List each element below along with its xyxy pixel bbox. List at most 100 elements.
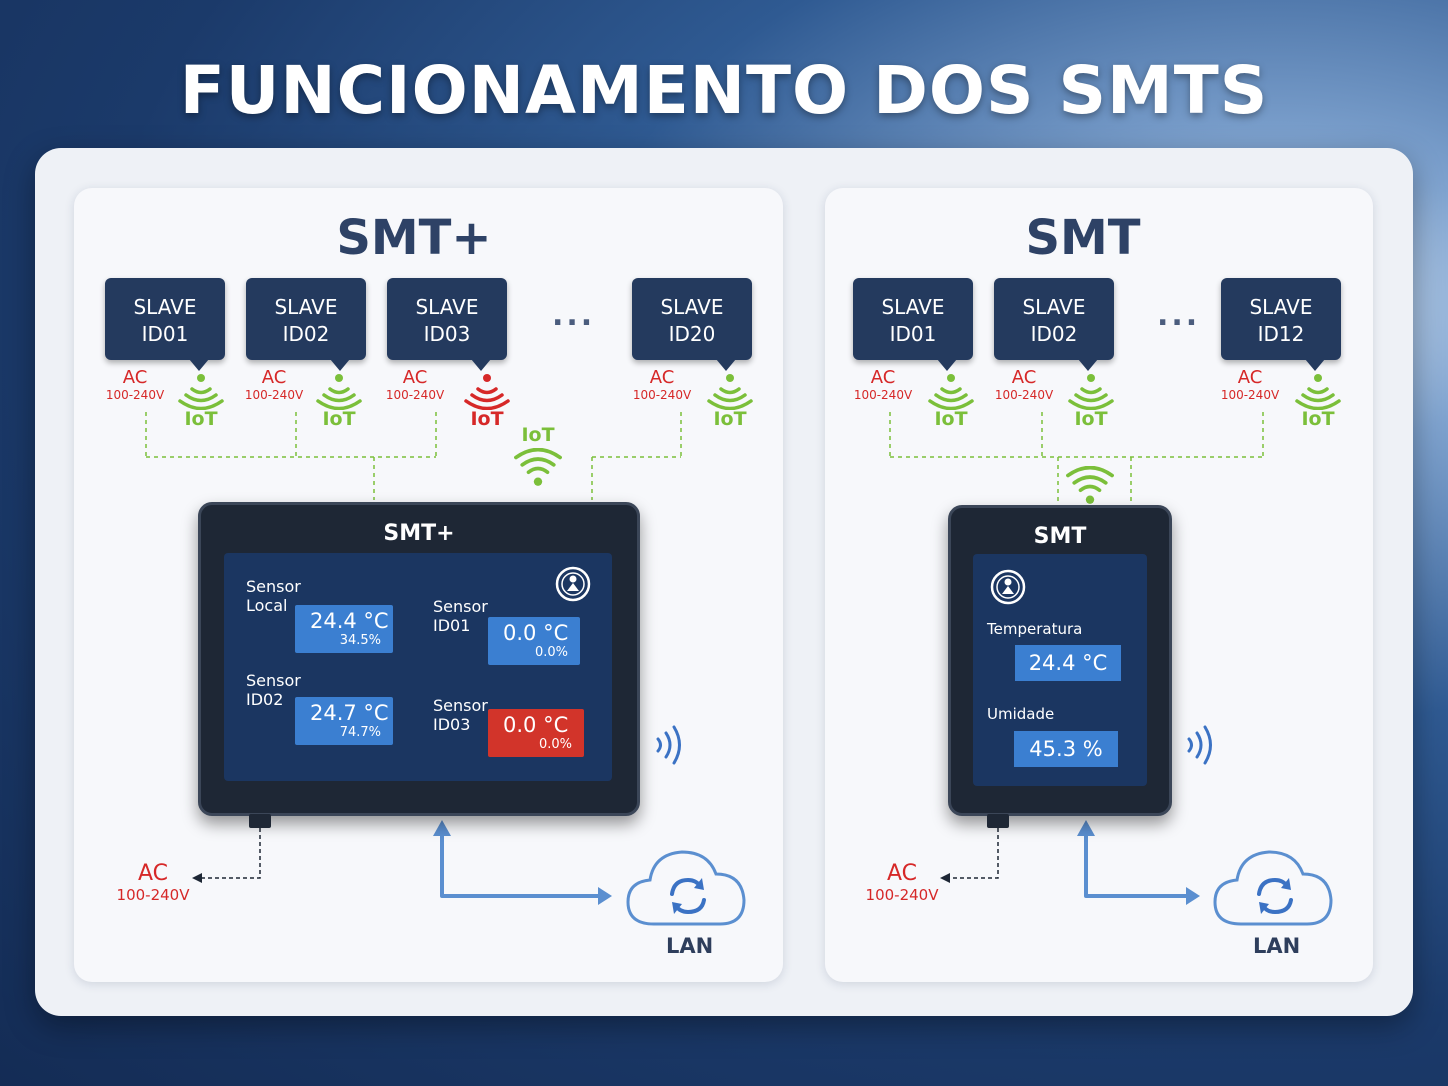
temperature-value: 24.7 °C — [310, 701, 389, 725]
wireless-signal-icon — [1187, 725, 1212, 765]
voltage-text: 100-240V — [853, 388, 913, 402]
iot-label: IoT — [322, 408, 356, 430]
slave-id12: SLAVE ID12 — [1221, 278, 1341, 371]
slave-id: ID02 — [282, 322, 330, 346]
humidity-label: Umidade — [987, 705, 1055, 723]
humidity-value: 0.0% — [534, 645, 568, 660]
slave-id: ID01 — [141, 322, 189, 346]
smt-plus-title: SMT+ — [336, 210, 492, 266]
lan-label: LAN — [666, 934, 714, 958]
ac-text: AC — [122, 367, 148, 388]
slave-id: ID01 — [889, 322, 937, 346]
sensor-id: ID02 — [246, 690, 284, 709]
iot-wireless: IoT — [171, 372, 231, 430]
voltage-text: 100-240V — [116, 886, 190, 904]
ellipsis: ... — [1157, 298, 1201, 333]
wifi-icon — [928, 374, 974, 410]
humidity-value: 0.0% — [538, 737, 572, 752]
voltage-text: 100-240V — [865, 886, 939, 904]
wifi-alert-icon — [464, 374, 510, 410]
slave-label: SLAVE — [1022, 295, 1086, 319]
ac-text: AC — [261, 367, 287, 388]
ac-text: AC — [886, 861, 918, 886]
humidity-value: 45.3 % — [1014, 731, 1118, 767]
slave-id03: SLAVE ID03 — [387, 278, 507, 371]
wifi-icon — [707, 374, 753, 410]
iot-wireless: IoT — [921, 372, 981, 430]
slave-id: ID03 — [423, 322, 471, 346]
iot-label: IoT — [1074, 408, 1108, 430]
slave-label: SLAVE — [881, 295, 945, 319]
voltage-text: 100-240V — [994, 388, 1054, 402]
wifi-icon — [1295, 374, 1341, 410]
device-title: SMT — [1033, 524, 1087, 549]
humidity-value: 74.7% — [339, 725, 381, 740]
power-connector — [249, 814, 271, 828]
iot-label: IoT — [470, 408, 504, 430]
iot-wireless: IoT — [1288, 372, 1348, 430]
slave-id: ID12 — [1257, 322, 1305, 346]
ac-text: AC — [402, 367, 428, 388]
temperature-value: 24.4 °C — [310, 609, 389, 633]
wifi-icon — [316, 374, 362, 410]
slave-id20: SLAVE ID20 — [632, 278, 752, 371]
sensor-word: Sensor — [433, 696, 488, 715]
sensor-id: Local — [246, 596, 288, 615]
iot-label: IoT — [521, 424, 555, 446]
slave-id: ID02 — [1030, 322, 1078, 346]
iot-label: IoT — [1301, 408, 1335, 430]
wifi-icon — [178, 374, 224, 410]
ellipsis: ... — [552, 298, 596, 333]
ac-text: AC — [649, 367, 675, 388]
voltage-text: 100-240V — [105, 388, 165, 402]
iot-wireless: IoT — [700, 372, 760, 430]
iot-wireless: IoT — [1061, 372, 1121, 430]
slave-id02: SLAVE ID02 — [994, 278, 1114, 371]
iot-wireless-alert: IoT — [457, 372, 517, 430]
sensor-local-reading: 24.4 °C 34.5% — [295, 605, 393, 653]
voltage-text: 100-240V — [1220, 388, 1280, 402]
temperature-value: 0.0 °C — [503, 713, 569, 737]
temperature-value: 24.4 °C — [1015, 645, 1121, 681]
slave-id01: SLAVE ID01 — [105, 278, 225, 371]
ac-text: AC — [137, 861, 169, 886]
ac-text: AC — [870, 367, 896, 388]
slave-id02: SLAVE ID02 — [246, 278, 366, 371]
wifi-icon — [514, 448, 562, 486]
slave-label: SLAVE — [274, 295, 338, 319]
slave-label: SLAVE — [1249, 295, 1313, 319]
cloud-sync-icon — [626, 850, 746, 926]
voltage-text: 100-240V — [632, 388, 692, 402]
wifi-icon — [1068, 374, 1114, 410]
humidity-value: 34.5% — [339, 633, 381, 648]
sensor-logo-icon — [555, 566, 591, 602]
slave-label: SLAVE — [415, 295, 479, 319]
temperature-value: 0.0 °C — [503, 621, 569, 645]
device-screen: Temperatura 24.4 °C Umidade 45.3 % — [973, 554, 1147, 786]
ac-text: AC — [1011, 367, 1037, 388]
device-title: SMT+ — [383, 521, 455, 546]
wireless-signal-icon — [656, 725, 681, 765]
sensor-id01-reading: 0.0 °C 0.0% — [488, 617, 580, 665]
sensor-id03-reading-alert: 0.0 °C 0.0% — [488, 709, 584, 757]
sensor-word: Sensor — [433, 597, 488, 616]
device-wifi-icon — [1066, 466, 1114, 504]
smt-device: SMT Temperatura 24.4 °C Umidade 45.3 % — [948, 505, 1172, 816]
slave-label: SLAVE — [660, 295, 724, 319]
iot-label: IoT — [934, 408, 968, 430]
voltage-text: 100-240V — [385, 388, 445, 402]
ac-text: AC — [1237, 367, 1263, 388]
iot-wireless: IoT — [309, 372, 369, 430]
sensor-word: Sensor — [246, 671, 301, 690]
